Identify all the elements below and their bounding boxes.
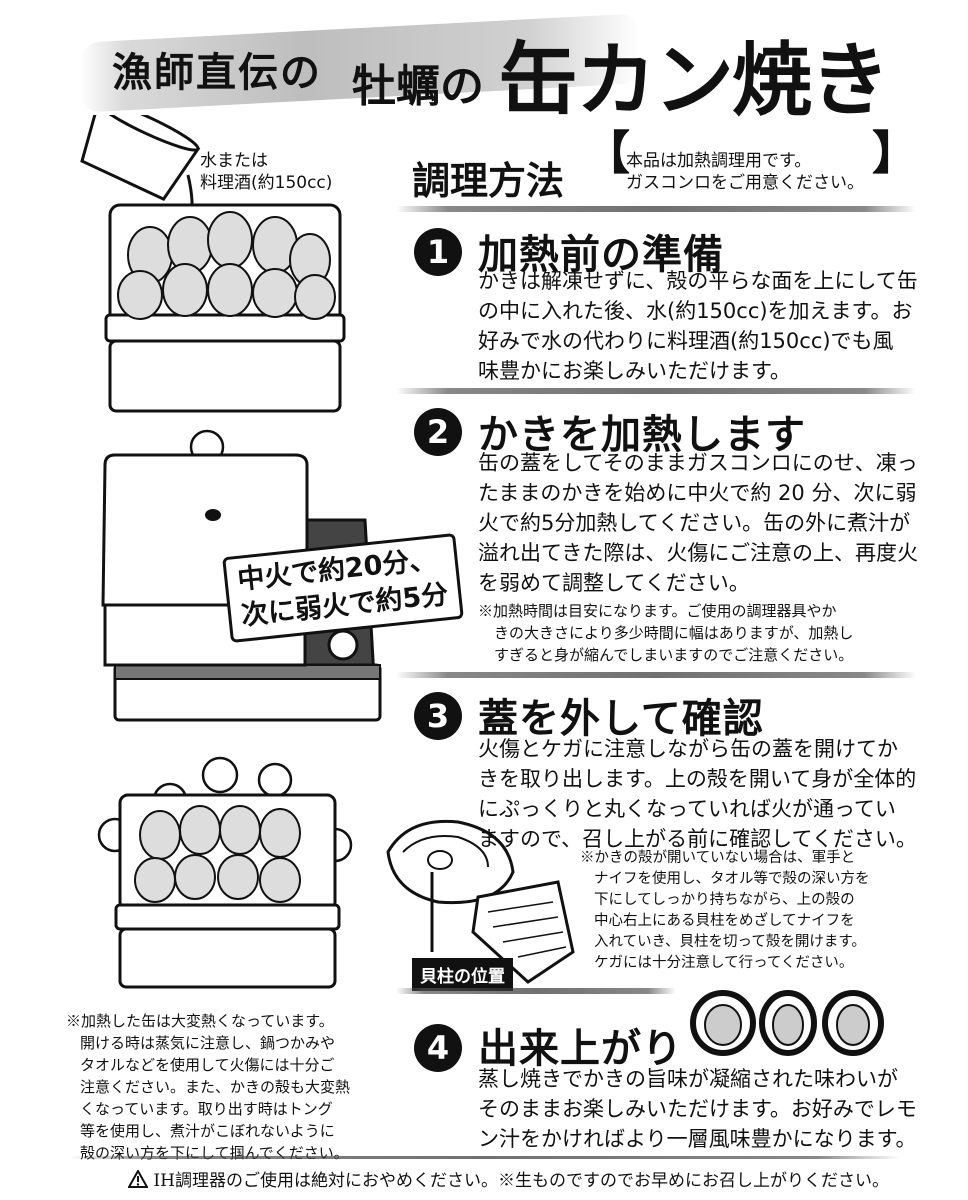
step-1-line: かきは解凍せずに、殻の平らな面を上にして缶 [478, 269, 918, 293]
step-3-line: 火傷とケガに注意しながら缶の蓋を開けてか [478, 737, 898, 761]
safety-note-line: 殻の深い方を下にして掴んでください。 [80, 1144, 349, 1162]
step-1-title: 加熱前の準備 [478, 232, 724, 278]
footer-warning-text: IH調理器のご使用は絶対におやめください。※生ものですのでお早めにお召し上がりく… [153, 1171, 889, 1191]
step-3-body: 火傷とケガに注意しながら缶の蓋を開けてか きを取り出します。上の殻を開いて身が全… [478, 734, 917, 854]
step-3-number: 3 [414, 692, 462, 740]
liquid-label: 水または 料理酒(約150cc) [200, 150, 332, 194]
safety-note-line: ※加熱した缶は大変熱くなっています。 [66, 1012, 334, 1030]
bracket-left: 【 [584, 126, 630, 180]
step-2-line: 溢れ出てきた際は、火傷にご注意の上、再度火 [478, 541, 918, 565]
finished-oysters-illustration [690, 990, 884, 1056]
step-2-note-line: ※加熱時間は目安になります。ご使用の調理器具やか [478, 602, 837, 620]
safety-note-line: 開ける時は蒸気に注意し、鍋つかみや [80, 1034, 336, 1052]
warning-triangle-icon [127, 1168, 149, 1188]
step-4-line: 蒸し焼きでかきの旨味が凝縮された味わいが [478, 1067, 898, 1091]
pouring-cup-icon [80, 115, 201, 201]
step-3-note-line: ※かきの殻が開いていない場合は、軍手と [580, 850, 856, 866]
liquid-label-line1: 水または [200, 151, 268, 171]
divider [396, 388, 916, 394]
step-2-line: たままのかきを始めに中火で約 20 分、次に弱 [478, 481, 917, 505]
step-2-body: 缶の蓋をしてそのままガスコンロにのせ、凍っ たままのかきを始めに中火で約 20 … [478, 448, 918, 598]
title-prefix: 漁師直伝の [112, 49, 322, 96]
step-4-title: 出来上がり [478, 1026, 683, 1072]
step-2-line: 缶の蓋をしてそのままガスコンロにのせ、凍っ [478, 451, 918, 475]
step-3-note-line: ナイフを使用し、タオル等で殻の深い方を [594, 871, 870, 887]
page-title: 缶カン焼き [498, 34, 890, 127]
step-2-line: 火で約5分加熱してください。缶の外に煮汁が [478, 511, 911, 535]
title-middle: 牡蠣の [352, 61, 484, 112]
step-1-line: 味豊かにお楽しみいただけます。 [478, 359, 791, 383]
step-3-note-line: 中心右上にある貝柱をめざしてナイフを [594, 913, 855, 929]
step-1-number: 1 [414, 228, 462, 276]
method-note-line2: ガスコンロをご用意ください。 [626, 173, 864, 193]
open-can-steam-illustration [97, 756, 353, 989]
divider [396, 672, 916, 678]
method-title: 調理方法 [412, 159, 565, 203]
page-header: 漁師直伝の 牡蠣の 缶カン焼き [0, 0, 968, 127]
bracket-right: 】 [872, 126, 918, 180]
step-3-line: にぷっくりと丸くなっていれば火が通ってい [478, 797, 896, 821]
method-note: 【 本品は加熱調理用です。 ガスコンロをご用意ください。 】 [584, 130, 918, 194]
liquid-label-line2: 料理酒(約150cc) [200, 173, 333, 193]
safety-note-line: タオルなどを使用して火傷には十分ご [80, 1056, 335, 1074]
step-2-note-line: すぎると身が縮んでしまいますのでご注意ください。 [494, 646, 854, 664]
step-3-note-line: 入れていき、貝柱を切って殻を開けます。 [594, 934, 866, 950]
step-1-line: の中に入れた後、水(約150cc)を加えます。お [478, 299, 913, 323]
step-4-line: ン汁をかければより一層風味豊かになります。 [478, 1127, 917, 1151]
step-1-body: かきは解凍せずに、殻の平らな面を上にして缶 の中に入れた後、水(約150cc)を… [478, 266, 918, 386]
divider [396, 988, 676, 994]
step-3-note-line: ケガには十分注意して行ってください。 [594, 955, 854, 971]
footer-warning: IH調理器のご使用は絶対におやめください。※生ものですのでお早めにお召し上がりく… [127, 1166, 889, 1191]
adductor-position-label: 貝柱の位置 [412, 958, 513, 991]
step-3-note: ※かきの殻が開いていない場合は、軍手と ナイフを使用し、タオル等で殻の深い方を … [580, 848, 870, 974]
step-3-note-line: 下にしてしっかり持ちながら、上の殻の [594, 892, 855, 908]
step-1-line: 好みで水の代わりに料理酒(約150cc)でも風 [478, 329, 894, 353]
safety-note: ※加熱した缶は大変熱くなっています。 開ける時は蒸気に注意し、鍋つかみや タオル… [66, 1010, 350, 1164]
can-with-oysters-illustration [80, 115, 346, 413]
step-4-body: 蒸し焼きでかきの旨味が凝縮された味わいが そのままお楽しみいただけます。お好みで… [478, 1064, 917, 1154]
hand-opening-oyster-illustration [386, 819, 575, 984]
step-2-note-line: きの大きさにより多少時間に幅はありますが、加熱し [494, 624, 854, 642]
step-2-note: ※加熱時間は目安になります。ご使用の調理器具やか きの大きさにより多少時間に幅は… [478, 600, 853, 666]
safety-note-line: 等を使用し、煮汁がこぼれないように [80, 1122, 335, 1140]
step-2-title: かきを加熱します [478, 412, 806, 458]
step-4-number: 4 [414, 1024, 462, 1072]
footer-divider [70, 1156, 900, 1159]
step-3-line: ますので、召し上がる前に確認してください。 [478, 827, 917, 851]
step-2-number: 2 [414, 408, 462, 456]
step-3-title: 蓋を外して確認 [478, 696, 764, 742]
divider [396, 206, 916, 212]
step-2-line: を弱めて調整してください。 [478, 571, 750, 595]
safety-note-line: 注意ください。また、かきの殻も大変熱 [80, 1078, 351, 1096]
step-4-line: そのままお楽しみいただけます。お好みでレモ [478, 1097, 917, 1121]
safety-note-line: くなっています。取り出す時はトング [80, 1100, 333, 1118]
step-3-line: きを取り出します。上の殻を開いて身が全体的 [478, 767, 917, 791]
method-note-line1: 本品は加熱調理用です。 [626, 151, 812, 171]
